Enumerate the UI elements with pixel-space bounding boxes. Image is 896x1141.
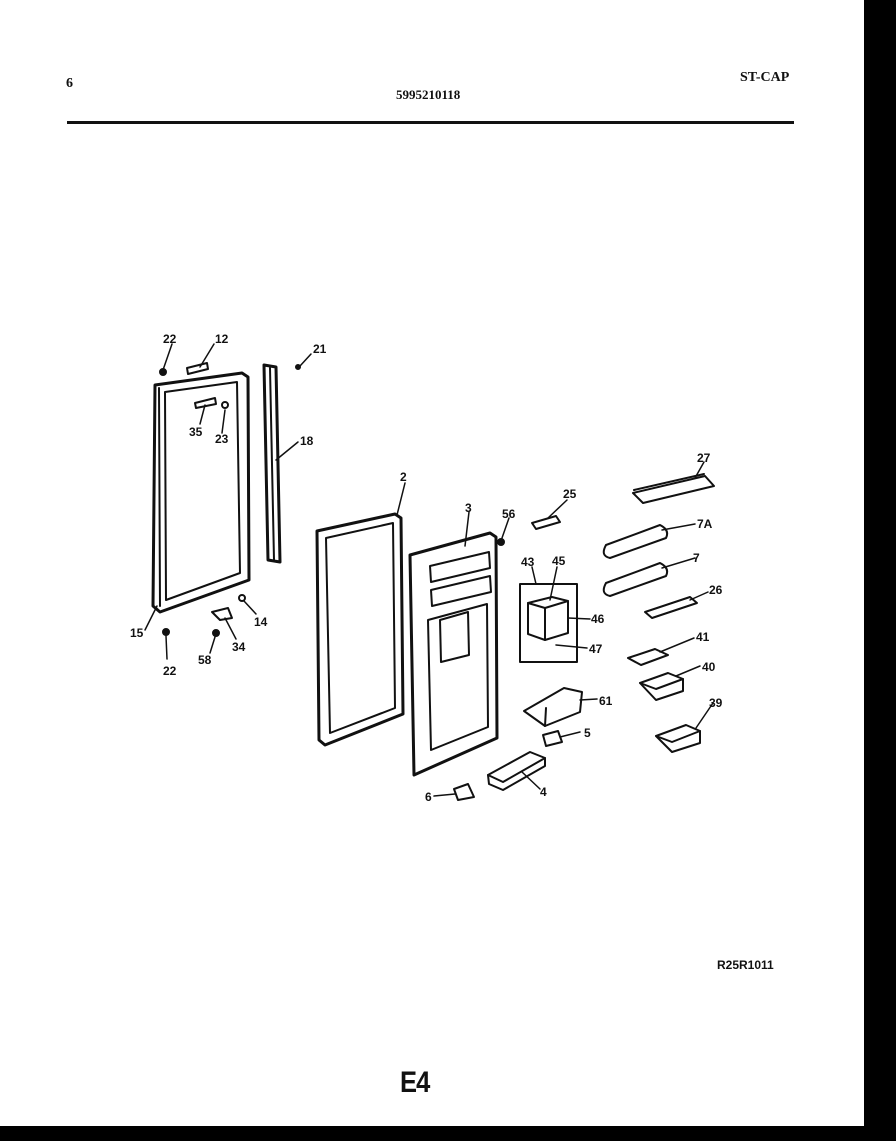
callout-label: 4 [540, 785, 547, 799]
callout-label: 56 [502, 507, 516, 521]
callout-label: 23 [215, 432, 229, 446]
callout-label: 15 [130, 626, 144, 640]
door-strip-part [262, 363, 282, 564]
dispenser-assembly [519, 583, 578, 663]
callout-label: 18 [300, 434, 314, 448]
callout-label: 58 [198, 653, 212, 667]
callout-label: 12 [215, 332, 229, 346]
document-code: 5995210118 [396, 87, 461, 102]
callout-label: 26 [709, 583, 723, 597]
callout-label: 3 [465, 501, 472, 515]
header-rule [67, 121, 794, 124]
storage-bins [627, 648, 701, 753]
model-code: ST-CAP [740, 70, 790, 85]
callout-label: 2 [400, 470, 407, 484]
callout-label: 5 [584, 726, 591, 740]
lower-trim-parts [453, 687, 583, 801]
callout-label: 6 [425, 790, 432, 804]
inner-door-panel [408, 531, 499, 777]
callout-label: 39 [709, 696, 723, 710]
callout-label: 46 [591, 612, 605, 626]
callout-label: 7A [697, 517, 713, 531]
callout-label: 45 [552, 554, 566, 568]
leader-lines [144, 343, 714, 797]
callout-label: 34 [232, 640, 246, 654]
callout-label: 27 [697, 451, 711, 465]
section-id: E4 [400, 1066, 430, 1099]
hinge-parts [159, 362, 301, 637]
callout-label: 25 [563, 487, 577, 501]
callout-label: 43 [521, 555, 535, 569]
figure-code: R25R1011 [717, 958, 774, 972]
door-frame-part [151, 371, 251, 614]
callout-label: 14 [254, 615, 268, 629]
callout-label: 41 [696, 630, 710, 644]
callout-labels: 22 12 21 35 23 18 15 14 34 58 22 2 3 56 … [130, 332, 723, 804]
parts-sheet: 6 5995210118 ST-CAP [0, 0, 864, 1126]
callout-label: 61 [599, 694, 613, 708]
callout-label: 47 [589, 642, 603, 656]
door-shelves [497, 473, 715, 619]
page-number: 6 [66, 76, 73, 91]
gasket-part [315, 512, 405, 747]
exploded-parts-diagram: 22 12 21 35 23 18 15 14 34 58 22 2 3 56 … [130, 332, 723, 804]
callout-label: 7 [693, 551, 700, 565]
callout-label: 40 [702, 660, 716, 674]
callout-label: 22 [163, 664, 177, 678]
callout-label: 22 [163, 332, 177, 346]
callout-label: 35 [189, 425, 203, 439]
callout-label: 21 [313, 342, 327, 356]
